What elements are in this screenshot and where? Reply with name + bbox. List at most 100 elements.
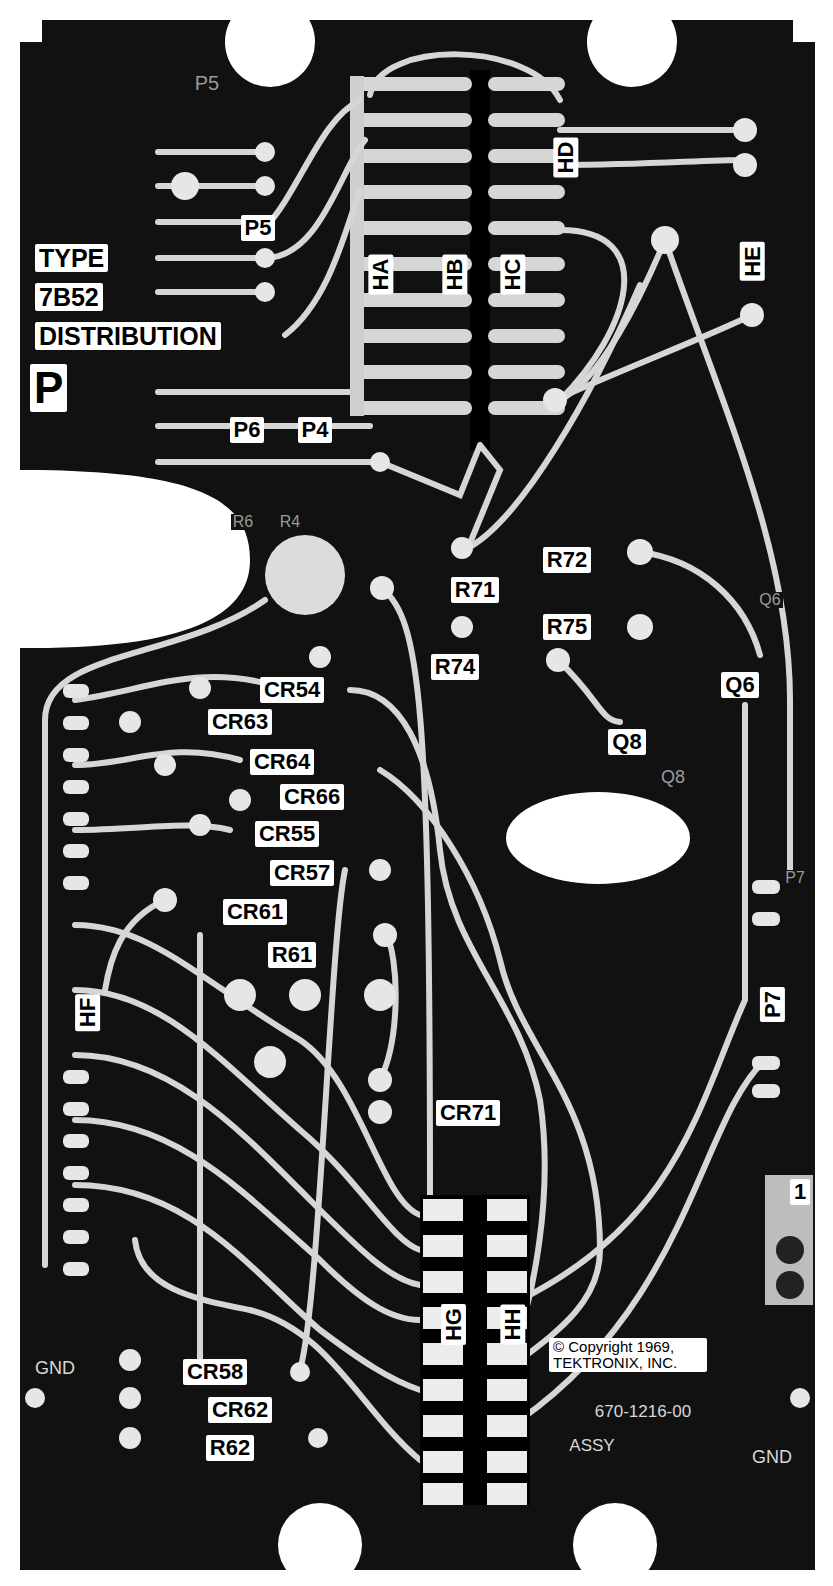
part-label: CR54 [260,677,324,702]
part-label: HA [368,255,393,295]
trace [468,285,640,548]
mounting-hole [265,535,345,615]
pad [63,716,89,730]
edge-fingers [423,1210,527,1494]
part-label: CR55 [255,821,319,846]
part-label: Q8 [608,729,645,754]
connector-pins [158,392,380,462]
connector-spine [470,70,490,450]
trace [135,1240,420,1460]
part-label: R71 [451,577,499,602]
board-outline [20,20,815,1570]
trace [265,100,360,228]
pad [733,118,757,142]
board-text: GND [33,1359,77,1378]
pad [255,176,275,196]
trace [265,140,365,258]
pad [255,142,275,162]
pad [63,1134,89,1148]
hf-edge-pads [63,684,89,1276]
part-label: DISTRIBUTION [35,322,221,350]
trace [75,990,420,1250]
part-label: TYPE [35,244,108,272]
trace [558,660,620,722]
pad [63,1102,89,1116]
trace [380,445,500,548]
pad [63,748,89,762]
pad [308,1428,328,1448]
pad [368,1100,392,1124]
pad [740,303,764,327]
part-label: R62 [206,1435,254,1460]
board-cutout [506,792,690,884]
pad [63,1070,89,1084]
board-text: R4 [278,514,302,531]
pad [224,979,256,1011]
trace [370,54,560,100]
pad [451,537,473,559]
connector-frame [350,76,364,416]
pad [370,452,390,472]
part-label: CR57 [270,860,334,885]
part-label: 1 [790,1179,810,1204]
board-text: R6 [231,514,255,531]
pad [153,888,177,912]
pad [373,923,397,947]
pad [627,539,653,565]
pad [733,153,757,177]
pad [543,388,567,412]
hg-hh-edge-connector [420,1195,530,1505]
pad [255,248,275,268]
pad [370,576,394,600]
pad [229,789,251,811]
ground-pad [25,1388,45,1408]
part-label: HH [500,1305,525,1345]
pad [63,876,89,890]
board-text: P7 [783,870,807,887]
pad [154,754,176,776]
pad [63,1198,89,1212]
trace [75,1120,420,1320]
part-label: P7 [759,988,784,1023]
part-label: HB [442,255,467,295]
pad [254,1046,286,1078]
pad [63,1166,89,1180]
pad [364,979,396,1011]
pad [752,1084,780,1098]
board-text: P5 [193,73,221,94]
pad [290,1362,310,1382]
board-text: Q6 [757,592,782,609]
tab-hole [776,1271,804,1299]
trace [75,925,420,1215]
part-label: CR63 [208,709,272,734]
pad [651,226,679,254]
pad [627,614,653,640]
pad [189,677,211,699]
pad [451,616,473,638]
mounting-hole [225,0,315,87]
pad [752,1056,780,1070]
part-label: HC [500,255,525,295]
mounting-hole [573,1503,657,1586]
board-text: ASSY [567,1437,616,1455]
ground-pad [790,1388,810,1408]
trace [520,1060,765,1420]
board-text: Q8 [659,768,687,787]
trace [75,1185,420,1390]
pad [119,1387,141,1409]
pad [63,684,89,698]
part-label: CR64 [250,749,314,774]
trace [520,705,745,1300]
mounting-hole [278,1503,362,1586]
part-label: P [30,364,67,412]
trace [285,190,360,335]
part-label: HG [440,1305,465,1346]
part-label: P6 [230,417,265,442]
pad [119,711,141,733]
pad [255,282,275,302]
part-label: HD [553,138,578,178]
board-corner [20,20,42,42]
pad [119,1427,141,1449]
trace [75,1055,420,1285]
